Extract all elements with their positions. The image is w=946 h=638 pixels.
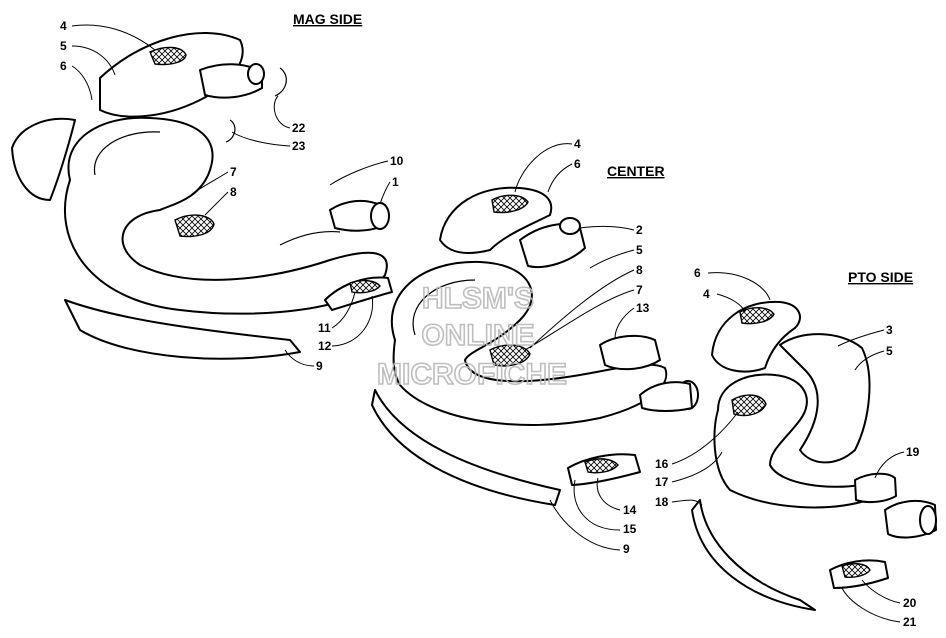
callout-mag-4: 4 — [60, 19, 67, 33]
pto-upper-mesh-pad — [739, 307, 775, 325]
mag-flange-ring — [370, 202, 390, 230]
mag-chamber-mesh-pad — [174, 214, 215, 238]
pto-upper-heat-shield — [711, 300, 801, 373]
center-lower-heat-shield — [371, 389, 561, 506]
watermark-line-1: HLSM'S — [422, 282, 534, 315]
mag-spring-22 — [274, 67, 287, 97]
mag-upper-mesh-pad — [149, 46, 187, 66]
callout-pto-5: 5 — [886, 344, 893, 358]
watermark-line-2: ONLINE — [421, 319, 534, 352]
pto-flange-ring — [919, 505, 937, 535]
mag-chamber-seam-2 — [279, 230, 341, 246]
callout-center-8: 8 — [636, 263, 643, 277]
callout-mag-10: 10 — [390, 154, 404, 168]
mag-spring-23 — [225, 119, 236, 143]
callout-center-7: 7 — [636, 283, 643, 297]
center-top-mesh-pad — [491, 194, 529, 214]
center-expansion-chamber — [390, 260, 668, 427]
callout-center-5: 5 — [636, 243, 643, 257]
callout-pto-18: 18 — [655, 495, 669, 509]
pto-small-mesh-pad — [841, 562, 871, 578]
pto-side-group: PTO SIDE 6 4 3 5 19 16 17 18 20 21 — [655, 266, 937, 629]
callout-mag-9: 9 — [316, 359, 323, 373]
callout-pto-21: 21 — [903, 615, 917, 629]
callout-mag-5: 5 — [60, 39, 67, 53]
center-small-mesh-pad — [584, 458, 619, 474]
mag-small-mesh-pad — [349, 279, 381, 294]
center-chamber-seam — [412, 279, 476, 336]
watermark: HLSM'S ONLINE MICROFICHE — [376, 281, 568, 392]
watermark-line-3: MICROFICHE — [377, 358, 567, 391]
callout-center-15: 15 — [623, 522, 637, 536]
callout-mag-7: 7 — [230, 165, 237, 179]
callout-pto-6: 6 — [694, 266, 701, 280]
callout-mag-11: 11 — [318, 321, 331, 335]
pto-chamber-mesh-pad — [731, 394, 767, 417]
center-outlet-ring — [559, 217, 581, 235]
callout-pto-16: 16 — [655, 457, 669, 471]
pto-side-title: PTO SIDE — [848, 269, 913, 285]
callout-mag-1: 1 — [392, 175, 399, 189]
callout-mag-23: 23 — [292, 139, 306, 153]
callout-pto-4: 4 — [703, 287, 710, 301]
callout-mag-12: 12 — [318, 339, 332, 353]
mag-side-group: MAG SIDE 4 5 6 22 23 10 1 7 8 — [11, 11, 404, 373]
mag-rear-shield — [11, 117, 76, 201]
mag-expansion-chamber — [64, 116, 388, 315]
callout-center-6: 6 — [574, 157, 581, 171]
center-title: CENTER — [607, 163, 665, 179]
pto-lower-heat-shield — [691, 499, 816, 611]
callout-mag-6: 6 — [60, 59, 67, 73]
callout-center-9: 9 — [623, 542, 630, 556]
center-group: CENTER 4 6 2 5 8 7 13 14 15 9 — [371, 137, 699, 556]
pto-silencer-shell — [779, 333, 871, 464]
callout-pto-17: 17 — [655, 475, 669, 489]
callout-center-4: 4 — [574, 137, 581, 151]
callout-mag-8: 8 — [230, 185, 237, 199]
callout-pto-20: 20 — [903, 596, 917, 610]
callout-pto-19: 19 — [906, 445, 920, 459]
mag-lower-heat-shield — [64, 299, 301, 360]
mag-side-title: MAG SIDE — [293, 11, 362, 27]
callout-pto-3: 3 — [886, 323, 893, 337]
mag-outlet-ring — [247, 63, 265, 85]
callout-mag-22: 22 — [292, 121, 306, 135]
center-chamber-mesh-pad — [489, 344, 531, 367]
callout-center-2: 2 — [636, 223, 643, 237]
callout-center-13: 13 — [636, 301, 650, 315]
center-headpipe — [599, 334, 661, 371]
callout-center-14: 14 — [623, 503, 637, 517]
mag-chamber-seam — [93, 131, 161, 176]
pto-headpipe — [854, 472, 897, 504]
center-flange-tube — [639, 381, 693, 412]
